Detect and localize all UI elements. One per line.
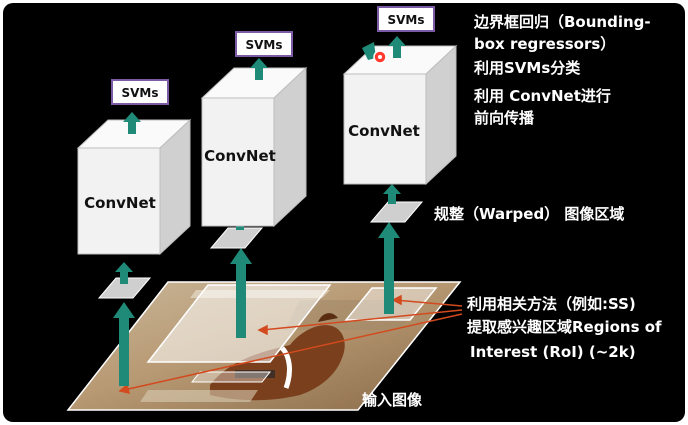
bbox-regressor-marker	[362, 42, 387, 64]
up-arrow-stage-2	[230, 248, 252, 338]
convnet-to-svm-arrows	[123, 36, 406, 134]
proposal-arrows	[113, 222, 400, 386]
input-image-label: 输入图像	[362, 391, 423, 409]
svm-label-1: SVMs	[121, 86, 158, 100]
up-arrow-stage-3	[378, 222, 400, 314]
horse-figure	[210, 313, 345, 401]
roi-line3: Interest (RoI) (~2k)	[470, 343, 636, 361]
roi-annotation-lines	[118, 294, 463, 394]
convnet-cube-3	[342, 44, 458, 186]
convnet-forward-line2: 前向传播	[474, 109, 535, 127]
warped-patch-3	[369, 201, 424, 223]
bbox-regressor-line1: 边界框回归（Bounding-	[473, 13, 651, 31]
svm-box-2: SVMs	[235, 31, 293, 57]
warped-patch-1	[97, 277, 152, 299]
rcnn-pipeline-diagram: ConvNet ConvNet ConvNet SVMs	[66, 6, 662, 411]
warped-region-label: 规整（Warped） 图像区域	[434, 205, 624, 223]
svm-classify-label: 利用SVMs分类	[474, 59, 581, 77]
roi-line1: 利用相关方法（例如:SS)	[467, 295, 636, 313]
convnet-label-1: ConvNet	[84, 194, 156, 212]
warped-patch-2	[209, 227, 264, 249]
svm-label-3: SVMs	[387, 13, 424, 27]
bbox-regressor-line2: box regressors）	[474, 35, 615, 53]
roi-line2: 提取感兴趣区域Regions of	[467, 318, 662, 336]
svm-box-1: SVMs	[111, 79, 169, 105]
convnet-cube-2	[200, 66, 308, 228]
warped-patches	[97, 201, 424, 299]
convnet-forward-line1: 利用 ConvNet进行	[474, 87, 611, 105]
convnet-cube-1	[76, 118, 192, 256]
up-arrow-stage-1	[113, 302, 135, 386]
roi-box-1	[190, 371, 272, 383]
slide-background: ConvNet ConvNet ConvNet SVMs	[3, 3, 685, 422]
svm-label-2: SVMs	[245, 38, 282, 52]
convnet-label-3: ConvNet	[348, 122, 420, 140]
svm-box-3: SVMs	[377, 6, 435, 32]
convnet-label-2: ConvNet	[204, 147, 276, 165]
